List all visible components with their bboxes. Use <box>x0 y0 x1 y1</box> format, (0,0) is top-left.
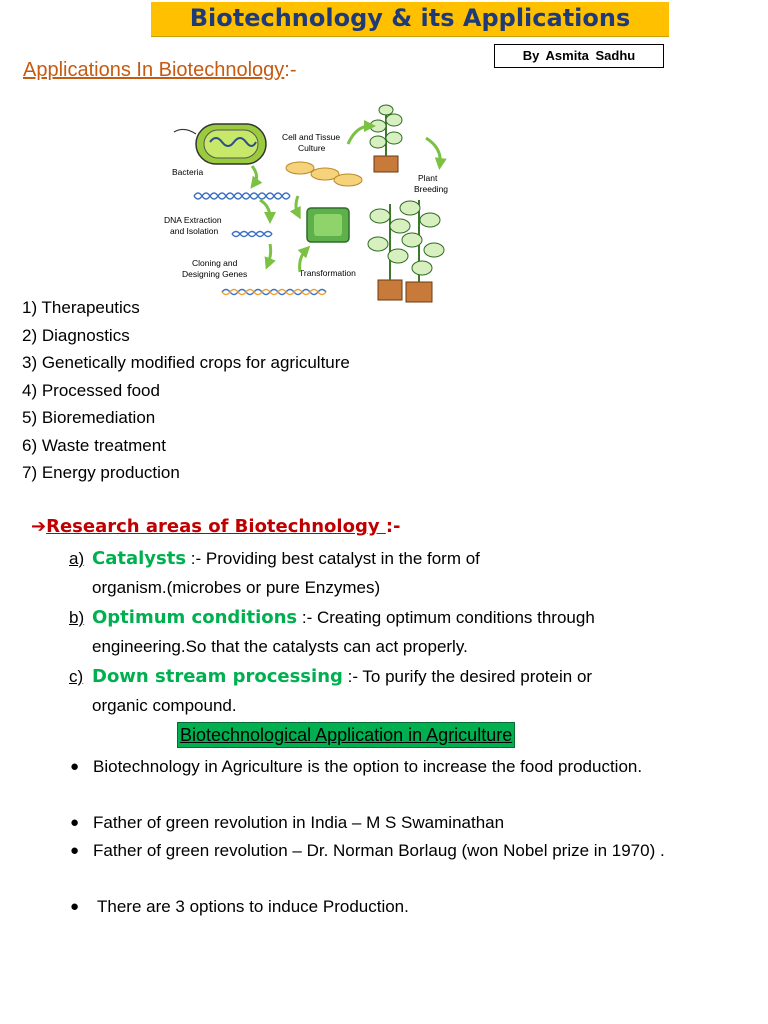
dna-strand-icon <box>193 192 327 296</box>
research-item-text: :- Creating optimum conditions through <box>297 608 595 627</box>
list-item: 3) Genetically modified crops for agricu… <box>22 353 350 372</box>
list-item: 5) Bioremediation <box>22 408 156 427</box>
list-item: ● Biotechnology in Agriculture is the opt… <box>70 753 675 809</box>
diagram-label-cell-2: Culture <box>298 143 326 153</box>
research-item-letter: a) <box>69 549 85 568</box>
research-item-term: Down stream processing <box>92 666 343 687</box>
title-banner: Biotechnology & its Applications <box>151 2 669 37</box>
process-arrows <box>250 120 447 273</box>
research-item-term: Catalysts <box>92 548 187 569</box>
bullet-text: Biotechnology in Agriculture is the opti… <box>93 757 643 776</box>
research-heading-text: Research areas of Biotechnology <box>46 516 386 537</box>
arrow-cloning-transformation <box>297 245 311 273</box>
agriculture-heading: Biotechnological Application in Agricult… <box>177 722 516 748</box>
research-heading-suffix: :- <box>385 516 401 537</box>
bullet-icon: ● <box>70 758 80 775</box>
petri-dish-icon <box>285 161 363 187</box>
diagram-label-cloning-2: Designing Genes <box>182 269 247 279</box>
research-item-optimum: b) Optimum conditions :- Creating optimum… <box>69 603 689 661</box>
diagram-label-dna-2: and Isolation <box>170 226 218 236</box>
author-box: By Asmita Sadhu <box>494 44 664 68</box>
research-item-text: :- To purify the desired protein or <box>342 667 593 686</box>
diagram-label-cloning-1: Cloning and <box>192 258 238 268</box>
list-item: 6) Waste treatment <box>22 435 166 455</box>
research-item-letter: c) <box>69 667 84 686</box>
list-item: ● There are 3 options to induce Productio… <box>70 893 675 921</box>
applications-heading-suffix: :- <box>284 59 297 81</box>
list-item: ● Father of green revolution in India – M… <box>70 809 675 837</box>
arrow-culture-transformation <box>289 195 301 220</box>
bullet-text: Father of green revolution in India – M … <box>93 813 505 832</box>
arrow-culture-plant <box>346 120 376 145</box>
bullet-text: Father of green revolution – Dr. Norman … <box>93 841 665 860</box>
diagram-label-plant-1: Plant <box>418 173 438 183</box>
bullet-icon: ● <box>70 842 80 859</box>
list-item: 7) Energy production <box>22 463 180 482</box>
applications-list: 1) Therapeutics 2) Diagnostics 3) Geneti… <box>22 294 350 487</box>
research-item-text: :- Providing best catalyst in the form o… <box>186 549 480 568</box>
bullet-icon: ● <box>70 814 80 831</box>
page-title: Biotechnology & its Applications <box>189 4 631 32</box>
plant-icon <box>369 104 403 173</box>
list-item: 2) Diagnostics <box>22 325 130 345</box>
arrow-bacteria-dna <box>250 165 263 189</box>
research-item-downstream: c) Down stream processing :- To purify th… <box>69 662 689 720</box>
diagram-label-dna-1: DNA Extraction <box>164 215 222 225</box>
agriculture-bullets: ● Biotechnology in Agriculture is the opt… <box>70 753 675 921</box>
diagram-label-plant-2: Breeding <box>414 184 448 194</box>
applications-heading-text: Applications In Biotechnology <box>23 59 285 81</box>
research-heading: ➔Research areas of Biotechnology :- <box>31 516 401 537</box>
diagram-label-cell-1: Cell and Tissue <box>282 132 340 142</box>
arrow-right-icon: ➔ <box>31 516 47 537</box>
diagram-label-bacteria: Bacteria <box>172 167 203 177</box>
list-item: 4) Processed food <box>22 380 160 400</box>
arrow-dna-isolation <box>259 198 276 224</box>
research-item-term: Optimum conditions <box>92 607 298 628</box>
transformation-chamber-window <box>314 214 342 236</box>
list-item: ● Father of green revolution – Dr. Norman… <box>70 837 675 893</box>
list-item: 1) Therapeutics <box>22 298 140 317</box>
biotech-process-diagram: Bacteria DNA Extraction and Isolation Cl… <box>164 104 448 303</box>
bacteria-icon <box>173 123 267 165</box>
bullet-text: There are 3 options to induce Production… <box>97 897 409 916</box>
research-item-continuation: organism.(microbes or pure Enzymes) <box>92 578 381 597</box>
diagram-label-transformation: Transformation <box>299 268 356 278</box>
bullet-icon: ● <box>70 898 80 915</box>
research-item-continuation: organic compound. <box>92 696 237 715</box>
arrow-dna-cloning <box>264 243 276 270</box>
applications-heading: Applications In Biotechnology:- <box>23 59 297 82</box>
arrow-plant-breeding <box>425 136 447 170</box>
plant-large-icon <box>367 200 445 303</box>
research-item-continuation: engineering.So that the catalysts can ac… <box>92 637 468 656</box>
research-item-catalysts: a) Catalysts :- Providing best catalyst i… <box>69 544 689 602</box>
research-item-letter: b) <box>69 608 85 627</box>
